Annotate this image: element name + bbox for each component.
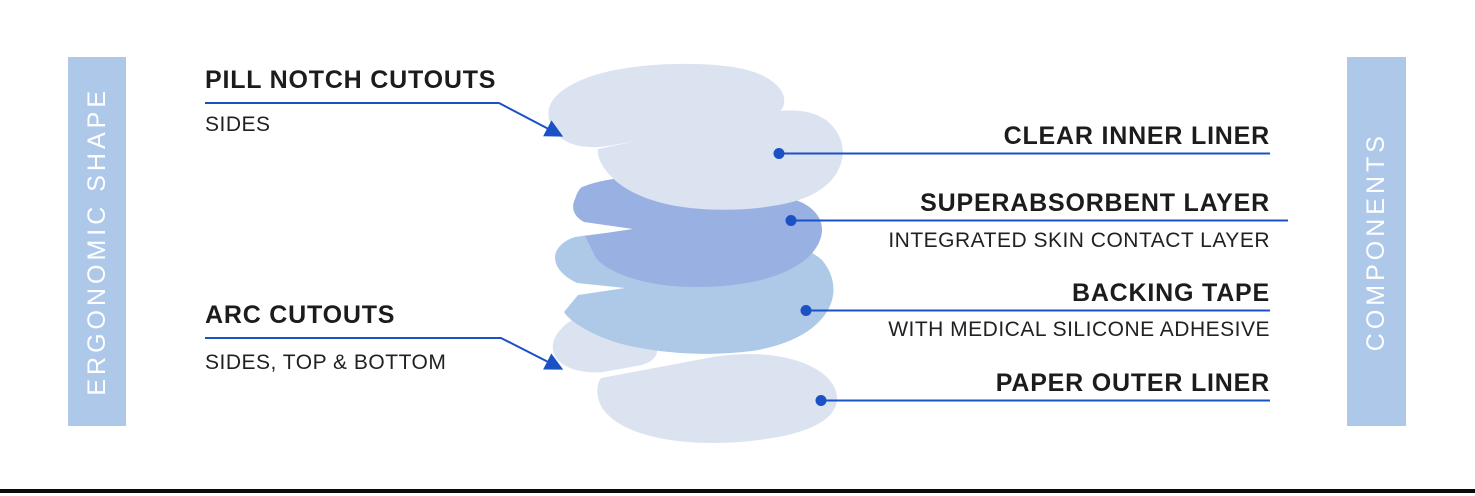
callout-pill-notch-cutouts: PILL NOTCH CUTOUTS (205, 66, 496, 94)
bottom-rule (0, 489, 1475, 493)
layer-clear-inner-liner-lower-piece (597, 110, 843, 210)
callout-backing-tape-title: BACKING TAPE (1071, 279, 1270, 307)
callout-pill-notch-cutouts-subtitle: SIDES (205, 113, 271, 136)
callout-superabsorbent-layer-sub: INTEGRATED SKIN CONTACT LAYER (888, 229, 1270, 253)
leader-dot-backing-tape (800, 305, 812, 316)
banner-ergonomic-shape: ERGONOMIC SHAPE (68, 57, 126, 426)
leader-dot-clear-inner-liner (773, 148, 785, 159)
callout-backing-tape: BACKING TAPE (1072, 279, 1270, 307)
callout-superabsorbent-layer-subtitle: INTEGRATED SKIN CONTACT LAYER (888, 229, 1270, 252)
leader-arc-cutouts (205, 337, 564, 370)
layer-paper-outer-liner-main-piece (597, 353, 838, 444)
callout-arc-cutouts-subtitle: SIDES, TOP & BOTTOM (205, 351, 447, 374)
leader-dot-superabsorbent-layer (785, 215, 797, 226)
leader-dot-paper-outer-liner (815, 395, 827, 406)
callout-clear-inner-liner: CLEAR INNER LINER (1004, 122, 1270, 150)
banner-components: COMPONENTS (1347, 57, 1406, 426)
callout-superabsorbent-layer: SUPERABSORBENT LAYER (920, 189, 1270, 217)
callout-paper-outer-liner: PAPER OUTER LINER (996, 369, 1270, 397)
callout-arc-cutouts-sub: SIDES, TOP & BOTTOM (205, 351, 446, 375)
layer-clear-inner-liner-upper-piece (548, 63, 785, 148)
callout-arc-cutouts: ARC CUTOUTS (205, 301, 395, 329)
callout-pill-notch-cutouts-sub: SIDES (205, 113, 271, 137)
callout-pill-notch-cutouts-title: PILL NOTCH CUTOUTS (205, 66, 497, 94)
callout-backing-tape-sub: WITH MEDICAL SILICONE ADHESIVE (888, 318, 1270, 342)
leader-pill-notch-cutouts (205, 102, 564, 137)
callout-paper-outer-liner-title: PAPER OUTER LINER (995, 369, 1270, 397)
callout-superabsorbent-layer-title: SUPERABSORBENT LAYER (920, 189, 1270, 217)
callout-clear-inner-liner-title: CLEAR INNER LINER (1003, 122, 1270, 150)
callout-arc-cutouts-title: ARC CUTOUTS (205, 301, 396, 329)
callout-backing-tape-subtitle: WITH MEDICAL SILICONE ADHESIVE (888, 318, 1270, 341)
